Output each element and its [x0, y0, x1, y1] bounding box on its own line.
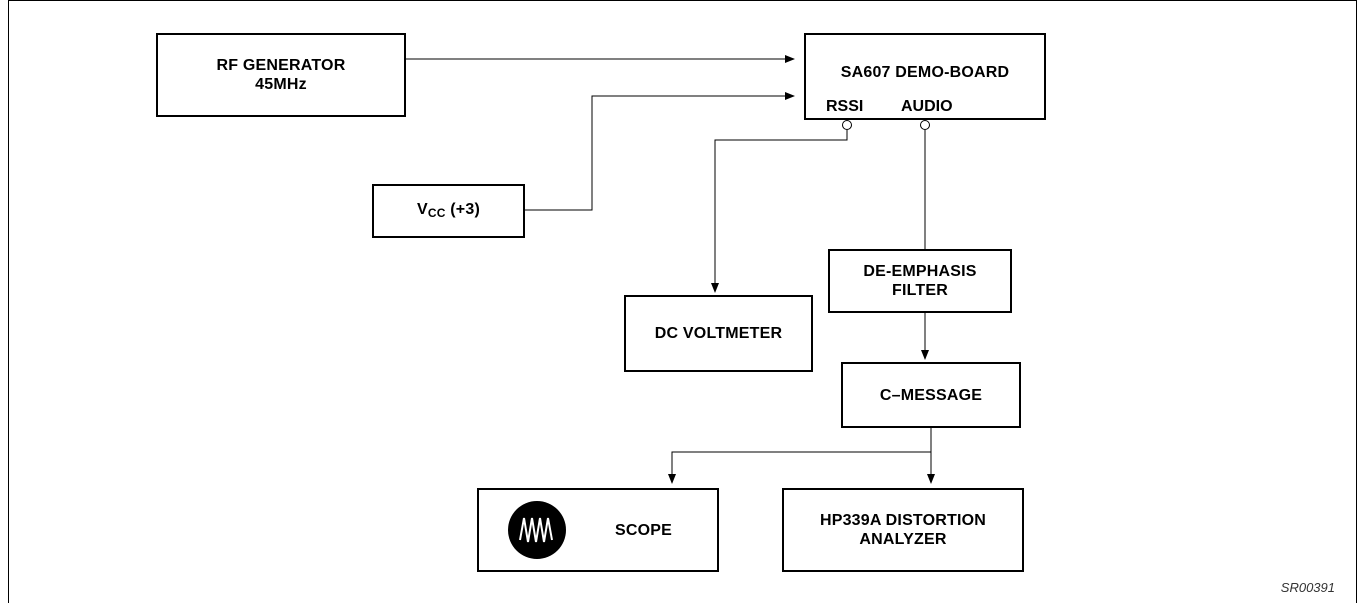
wire-vcc-to-board: [525, 92, 795, 211]
scope-label: SCOPE: [615, 521, 673, 539]
wire-to-scope: [668, 451, 931, 484]
wire-rssi-to-voltmeter: [711, 130, 848, 293]
c-message-block: C–MESSAGE: [841, 362, 1021, 428]
figure-id: SR00391: [1280, 580, 1335, 595]
distortion-analyzer-line1: HP339A DISTORTION: [819, 512, 987, 529]
vcc-value: (+3): [445, 200, 480, 218]
rssi-terminal: [842, 120, 852, 130]
de-emphasis-filter-block: DE-EMPHASIS FILTER: [828, 249, 1012, 313]
filter-label: FILTER: [891, 282, 948, 299]
distortion-analyzer-block: HP339A DISTORTION ANALYZER: [782, 488, 1024, 572]
de-emphasis-label: DE-EMPHASIS: [863, 263, 977, 280]
dc-voltmeter-label: DC VOLTMETER: [654, 325, 783, 342]
rf-generator-frequency: 45MHz: [255, 76, 307, 93]
c-message-label: C–MESSAGE: [879, 386, 983, 404]
vcc-label: VCC (+3): [417, 200, 480, 220]
demo-board-title: SA607 DEMO-BOARD: [840, 64, 1010, 81]
dc-voltmeter-block: DC VOLTMETER: [624, 295, 813, 372]
distortion-analyzer-line2: ANALYZER: [859, 531, 947, 548]
rssi-label: RSSI: [826, 98, 864, 115]
waveform-icon: [508, 501, 566, 559]
rf-generator-block: RF GENERATOR 45MHz: [156, 33, 406, 117]
audio-label: AUDIO: [901, 98, 953, 115]
audio-terminal: [920, 120, 930, 130]
demo-board-block: SA607 DEMO-BOARD: [804, 33, 1046, 120]
scope-block: SCOPE: [477, 488, 719, 572]
vcc-subscript: CC: [427, 205, 446, 220]
rf-generator-label: RF GENERATOR: [216, 57, 346, 74]
vcc-block: VCC (+3): [372, 184, 525, 238]
